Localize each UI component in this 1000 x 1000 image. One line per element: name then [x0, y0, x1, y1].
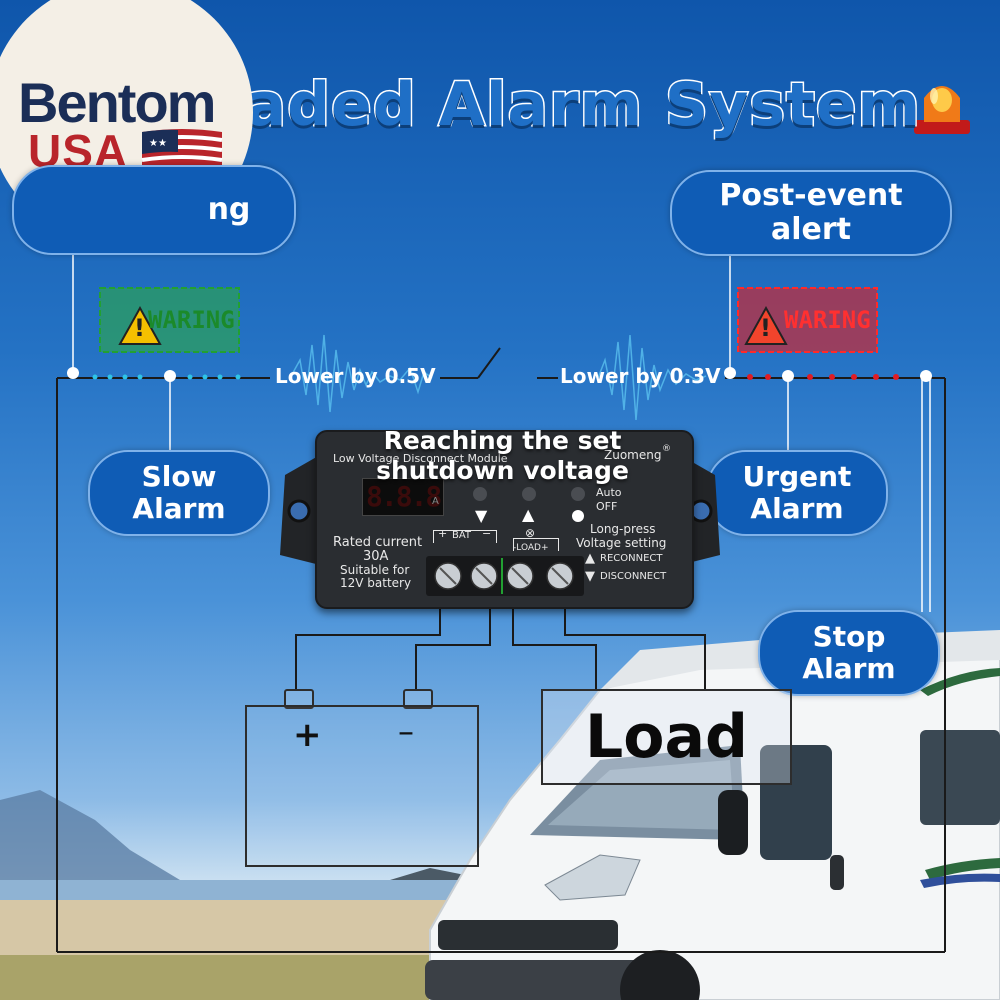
module-brand: Zuomeng: [604, 448, 662, 462]
slow-alarm-pill: Slow Alarm: [88, 450, 270, 536]
longpress-label: Long-press: [590, 522, 656, 536]
stop-alarm-pill: Stop Alarm: [758, 610, 940, 696]
load-bracket: [513, 538, 559, 551]
signal-waveform-left: [289, 334, 433, 413]
svg-text:★★: ★★: [149, 138, 167, 149]
green-warning-exclamation-icon: !: [134, 314, 145, 342]
disconnect-arrow-icon: ▼: [585, 569, 595, 584]
mode-off-label: OFF: [596, 500, 618, 513]
junction-nodes: [67, 367, 932, 382]
set-button[interactable]: [572, 510, 584, 522]
red-warning-frame: [737, 287, 878, 353]
stop-alarm-label: Stop Alarm: [802, 619, 896, 685]
rated-current-value: 30A: [363, 549, 389, 564]
pre-event-pill: ng: [12, 165, 296, 255]
urgent-alarm-dots: [747, 374, 899, 380]
led-unit: A: [432, 496, 439, 507]
terminal-block: [426, 556, 584, 596]
load-bulb-icon: ⊗: [525, 526, 536, 540]
rated-current-label: Rated current: [333, 535, 423, 550]
urgent-alarm-label: Urgent Alarm: [742, 459, 852, 525]
slow-alarm-dots: [92, 374, 241, 380]
alarm-beacon-icon: [914, 86, 970, 134]
post-event-pill: Post-event alert: [670, 170, 952, 256]
bat-plus-sign: +: [438, 527, 448, 540]
battery-minus-sign: –: [398, 712, 414, 750]
battery-plus-sign: +: [293, 715, 322, 755]
down-button[interactable]: ▼: [475, 506, 488, 525]
mountain-left: [0, 790, 180, 900]
led-digits: 8.8.8: [366, 480, 442, 513]
red-warning-badge: ! WARING: [736, 286, 879, 354]
signal-waveform-right: [597, 334, 707, 421]
battery-positive-terminal: [284, 689, 314, 709]
green-warning-text: WARING: [148, 306, 235, 334]
bat-bracket: [433, 530, 497, 543]
indicator-led-1: [473, 487, 487, 501]
headline: raded Alarm System: [214, 69, 922, 142]
motorhome: [425, 630, 1000, 1000]
green-warning-badge: ! WARING: [98, 286, 241, 354]
voltage-setting-label: Voltage setting: [576, 536, 667, 550]
threshold-left-label: Lower by 0.5V: [275, 364, 436, 388]
suitable-label: Suitable for: [340, 563, 410, 577]
indicator-led-2: [522, 487, 536, 501]
indicator-led-3: [571, 487, 585, 501]
pre-event-label: ng: [207, 191, 251, 227]
slow-alarm-label: Slow Alarm: [132, 459, 226, 525]
led-display: [362, 478, 444, 516]
battery-negative-terminal: [403, 689, 433, 709]
logo-brand-text: Bentom: [18, 71, 216, 134]
bat-minus-sign: −: [482, 527, 492, 540]
mode-auto-label: Auto: [596, 486, 622, 499]
green-warning-frame: [99, 287, 240, 353]
reconnect-arrow-icon: ▲: [585, 551, 595, 566]
up-button[interactable]: ▲: [522, 505, 535, 524]
shutdown-voltage-label: Reaching the set shutdown voltage: [376, 426, 629, 485]
threshold-right-label: Lower by 0.3V: [560, 364, 721, 388]
module-name: Low Voltage Disconnect Module: [333, 452, 508, 465]
reconnect-label: RECONNECT: [600, 553, 663, 564]
bat-terminal-label: BAT: [452, 530, 472, 541]
flag-icon: ★★: [141, 129, 223, 170]
module-brand-reg-icon: ®: [662, 444, 671, 454]
disconnect-label: DISCONNECT: [600, 571, 667, 582]
urgent-alarm-pill: Urgent Alarm: [706, 450, 888, 536]
post-event-label: Post-event alert: [719, 177, 903, 247]
load-box: Load: [541, 689, 792, 785]
load-terminal-label: -LOAD+: [513, 543, 549, 553]
battery-diagram: [245, 705, 479, 867]
red-warning-exclamation-icon: !: [760, 314, 771, 342]
red-warning-text: WARING: [784, 306, 871, 334]
battery-type-label: 12V battery: [340, 576, 412, 590]
